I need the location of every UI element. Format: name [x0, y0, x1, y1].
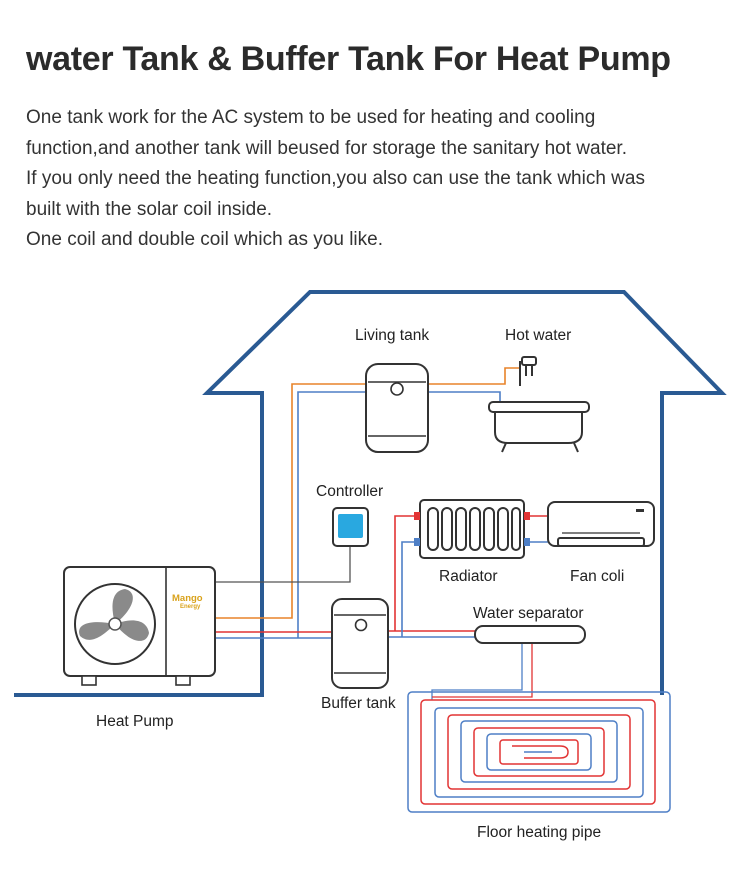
description-line: If you only need the heating function,yo… — [26, 168, 645, 189]
bathtub-icon — [488, 356, 590, 453]
brand-logo: Mango — [172, 593, 203, 604]
description-line: One coil and double coil which as you li… — [26, 229, 383, 250]
label-hot-water: Hot water — [505, 327, 571, 344]
label-buffer-tank: Buffer tank — [321, 695, 396, 712]
house-outline — [14, 290, 727, 697]
fan-blades-icon — [79, 589, 149, 641]
living-tank — [365, 363, 429, 453]
description-line: One tank work for the AC system to be us… — [26, 107, 596, 128]
label-water-separator: Water separator — [473, 605, 584, 622]
floor-heating-pipe — [407, 691, 671, 813]
radiator-icon — [414, 499, 530, 559]
controller-icon — [332, 507, 369, 547]
controller-cable — [215, 545, 351, 583]
label-living-tank: Living tank — [355, 327, 429, 344]
label-radiator: Radiator — [439, 568, 498, 585]
hot-water-pipe — [428, 367, 520, 385]
pipes — [215, 367, 548, 700]
gauge-icon — [390, 382, 404, 396]
return-pipe — [431, 644, 523, 700]
hot-water-pipe — [215, 383, 370, 619]
label-controller: Controller — [316, 483, 383, 500]
label-heat-pump: Heat Pump — [96, 713, 174, 730]
return-pipe — [428, 391, 501, 402]
description-line: function,and another tank will beused fo… — [26, 137, 627, 159]
supply-pipe — [394, 515, 416, 631]
fan-coil-icon — [547, 501, 655, 547]
buffer-tank — [331, 598, 389, 689]
page-title: water Tank & Buffer Tank For Heat Pump — [26, 40, 671, 78]
water-separator-icon — [474, 625, 586, 644]
label-fan-coil: Fan coli — [570, 568, 624, 585]
brand-logo-sub: Energy — [180, 604, 201, 610]
return-pipe — [401, 541, 416, 637]
return-pipe — [297, 391, 370, 638]
description: One tank work for the AC system to be us… — [26, 103, 726, 256]
gauge-icon — [354, 618, 368, 632]
description-line: built with the solar coil inside. — [26, 198, 273, 220]
heat-pump-unit: Mango Energy — [63, 566, 216, 686]
label-floor-heating: Floor heating pipe — [477, 824, 601, 841]
supply-pipe — [432, 644, 533, 698]
